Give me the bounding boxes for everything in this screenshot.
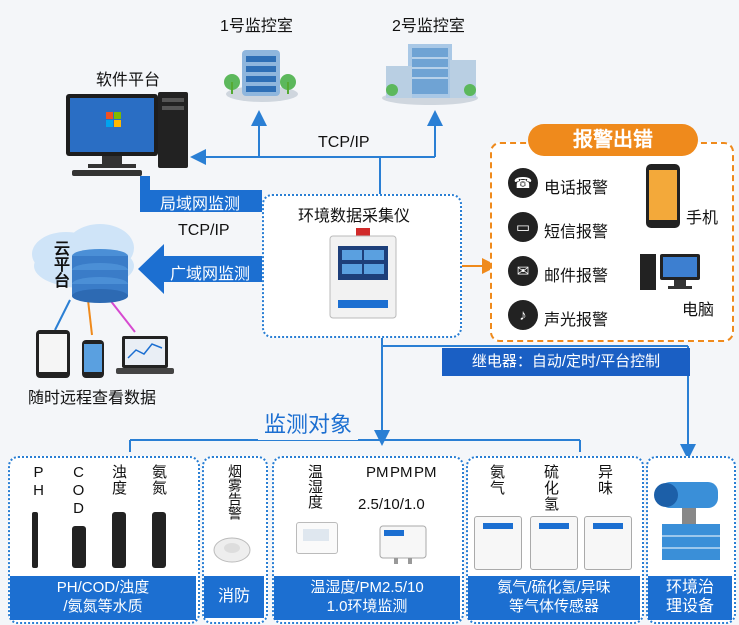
cod-sensor-probe	[72, 526, 86, 568]
gas-label-h2s: 硫化氢	[542, 464, 559, 512]
tablet-icon	[36, 330, 70, 378]
env-footer-line2: 1.0环境监测	[326, 598, 408, 615]
tcp-top-label: TCP/IP	[318, 134, 370, 151]
room2-label: 2号监控室	[392, 18, 465, 35]
water-footer-line2: /氨氮等水质	[63, 598, 143, 615]
alarm-item-email: 邮件报警	[544, 268, 609, 285]
env-label-temp: 温湿度	[306, 464, 323, 509]
fog-cannon-icon	[652, 472, 728, 564]
cloud-platform-label: 云平台	[51, 240, 68, 288]
treatment-footer: 环境治 理设备	[648, 576, 732, 620]
water-label-turbidity: 浊度	[110, 464, 127, 496]
monitor-title: 监测对象	[258, 410, 358, 440]
gas-footer: 氨气/硫化氢/异味 等气体传感器	[468, 576, 640, 620]
odor-gas-sensor-icon	[584, 516, 632, 570]
tcp-mid-label: TCP/IP	[178, 222, 230, 239]
phone-label: 手机	[686, 210, 719, 227]
ammonia-sensor-probe	[152, 512, 166, 568]
temp-humidity-sensor-icon	[296, 522, 338, 554]
gas-label-odor: 异味	[596, 464, 613, 496]
pc-icon	[640, 250, 702, 292]
sms-icon: ▭	[508, 212, 538, 242]
env-pm-values: 2.5/10/1.0	[358, 496, 425, 513]
office-building-icon	[378, 38, 482, 106]
smoke-detector-icon	[212, 534, 252, 564]
h2s-gas-sensor-icon	[530, 516, 578, 570]
env-footer-line1: 温湿度/PM2.5/10	[310, 579, 424, 596]
water-label-cod: COD	[70, 464, 87, 518]
fire-footer: 消防	[204, 576, 264, 618]
alarm-item-light: 声光报警	[544, 312, 609, 329]
pc-label: 电脑	[682, 302, 715, 319]
lan-label: 局域网监测	[160, 196, 241, 213]
laptop-icon	[116, 334, 174, 378]
wan-label: 广域网监测	[170, 266, 251, 283]
env-pm-2: PM	[390, 464, 413, 481]
env-pm-1: PM	[366, 464, 389, 481]
env-pm-3: PM	[414, 464, 437, 481]
gas-label-ammonia: 氨气	[488, 464, 505, 496]
alarm-item-sms: 短信报警	[544, 224, 609, 241]
gas-footer-line1: 氨气/硫化氢/异味	[497, 579, 611, 596]
water-label-ammonia: 氨氮	[150, 464, 167, 496]
lan-arrow	[140, 176, 262, 216]
collector-title: 环境数据采集仪	[298, 208, 411, 225]
server-building-icon	[222, 42, 300, 104]
alarm-item-phone: 电话报警	[544, 180, 609, 197]
collector-device-image	[328, 228, 398, 320]
collector-box: 环境数据采集仪	[262, 194, 462, 338]
fire-label-smoke: 烟雾告警	[227, 464, 243, 520]
treatment-footer-line1: 环境治	[665, 579, 714, 596]
turbidity-sensor-probe	[112, 512, 126, 568]
phone-icon	[82, 340, 104, 378]
pm-sensor-icon	[378, 520, 428, 564]
remote-view-label: 随时远程查看数据	[28, 390, 157, 407]
cloud-database-icon	[26, 220, 144, 304]
ammonia-gas-sensor-icon	[474, 516, 522, 570]
software-platform-label: 软件平台	[96, 72, 161, 89]
ph-sensor-probe	[32, 512, 38, 568]
gas-footer-line2: 等气体传感器	[508, 598, 599, 615]
smartphone-icon	[646, 164, 680, 228]
relay-band: 继电器：自动/定时/平台控制	[442, 348, 690, 376]
environment-footer: 温湿度/PM2.5/10 1.0环境监测	[274, 576, 460, 620]
water-label-ph: PH	[30, 464, 47, 500]
alarm-title: 报警出错	[528, 124, 698, 156]
water-footer: PH/COD/浊度 /氨氮等水质	[10, 576, 196, 620]
email-icon: ✉	[508, 256, 538, 286]
phone-call-icon: ☎	[508, 168, 538, 198]
fire-footer-line1: 消防	[217, 588, 250, 605]
desktop-computer-icon	[62, 88, 194, 180]
bell-icon: ♪	[508, 300, 538, 330]
water-footer-line1: PH/COD/浊度	[56, 579, 150, 596]
wan-arrow	[138, 244, 262, 294]
treatment-footer-line2: 理设备	[665, 598, 714, 615]
room1-label: 1号监控室	[220, 18, 293, 35]
